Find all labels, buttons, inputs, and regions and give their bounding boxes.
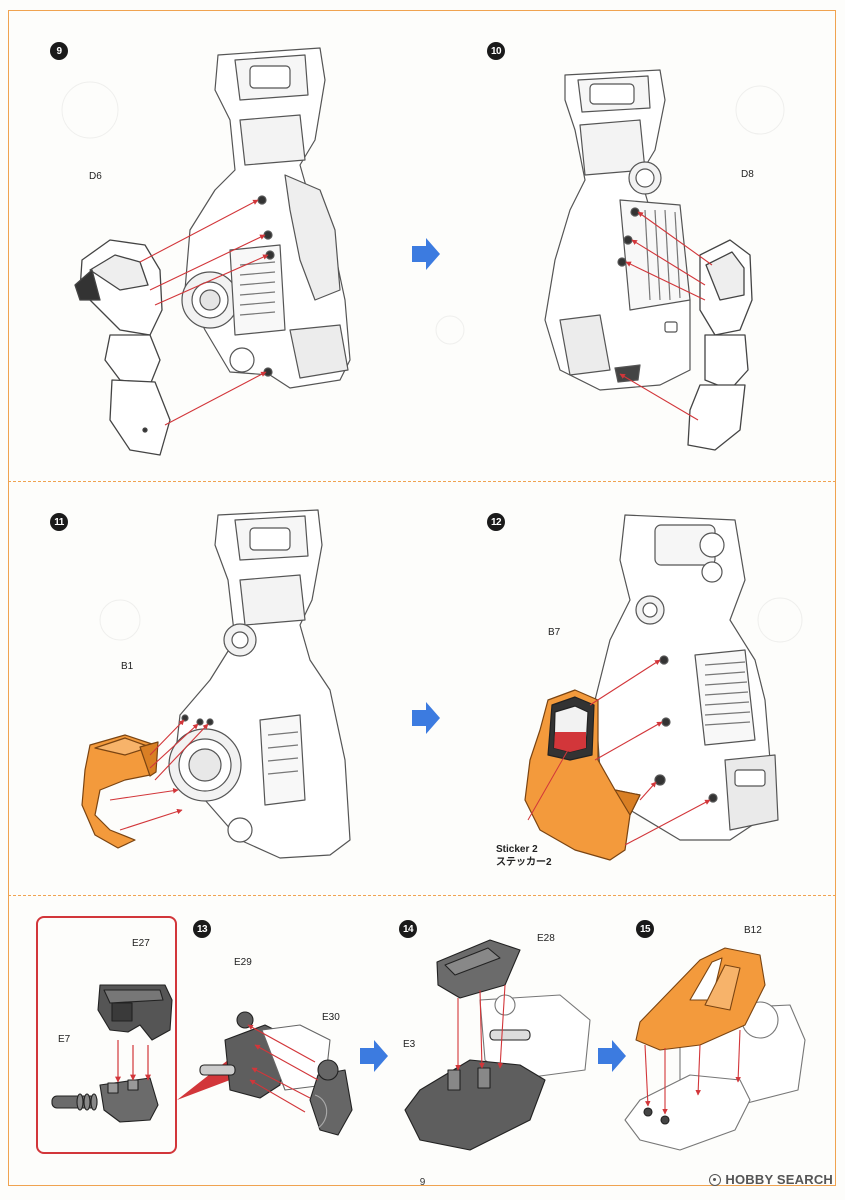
part-label-b12: B12: [744, 925, 762, 936]
globe-icon: [709, 1173, 722, 1186]
next-arrow-icon: [412, 702, 440, 734]
part-label-e29: E29: [234, 957, 252, 968]
next-arrow-icon: [598, 1040, 626, 1072]
step-number-10: 10: [487, 42, 505, 60]
inset-part-e7: [51, 1077, 159, 1123]
step9-body-illustration: [181, 47, 351, 389]
step-number-12: 12: [487, 513, 505, 531]
step-number-9: 9: [50, 42, 68, 60]
part-label-d8: D8: [741, 169, 754, 180]
page-number: 9: [419, 1177, 426, 1188]
section-divider-1: [8, 481, 836, 482]
next-arrow-icon: [360, 1040, 388, 1072]
step15-assembly: [624, 947, 806, 1151]
step10-armor-d8: [687, 239, 753, 451]
watermark-text: HOBBY SEARCH: [725, 1172, 833, 1187]
watermark: HOBBY SEARCH: [709, 1172, 833, 1187]
part-label-e28: E28: [537, 933, 555, 944]
part-label-e7: E7: [58, 1034, 71, 1045]
inset-part-e27: [97, 984, 173, 1041]
part-label-e3: E3: [403, 1039, 416, 1050]
sticker-leader-line: [527, 749, 569, 821]
step13-assembly: [199, 1011, 353, 1136]
part-label-e27: E27: [132, 938, 150, 949]
next-arrows: [360, 238, 626, 1072]
section-divider-2: [8, 895, 836, 896]
next-arrow-icon: [412, 238, 440, 270]
part-label-d6: D6: [89, 171, 102, 182]
part-label-b1: B1: [121, 661, 134, 672]
part-label-e30: E30: [322, 1012, 340, 1023]
step11-body-illustration: [168, 509, 351, 859]
step9-armor-d6: [74, 239, 171, 456]
part-label-b7: B7: [548, 627, 561, 638]
step10-body-illustration: [544, 69, 691, 391]
step-number-13: 13: [193, 920, 211, 938]
sticker-label: Sticker 2 ステッカー2: [496, 843, 552, 869]
step-number-15: 15: [636, 920, 654, 938]
page-border: [8, 10, 836, 1186]
inset-subassembly-box: [36, 916, 177, 1154]
sticker-label-jp: ステッカー2: [496, 857, 552, 868]
step12-body-illustration: [594, 514, 779, 841]
step14-assembly: [404, 939, 591, 1151]
sticker-label-en: Sticker 2: [496, 844, 538, 855]
step11-armor-b1: [81, 734, 159, 849]
step-number-11: 11: [50, 513, 68, 531]
step-number-14: 14: [399, 920, 417, 938]
step12-armor-b7: [524, 689, 641, 861]
